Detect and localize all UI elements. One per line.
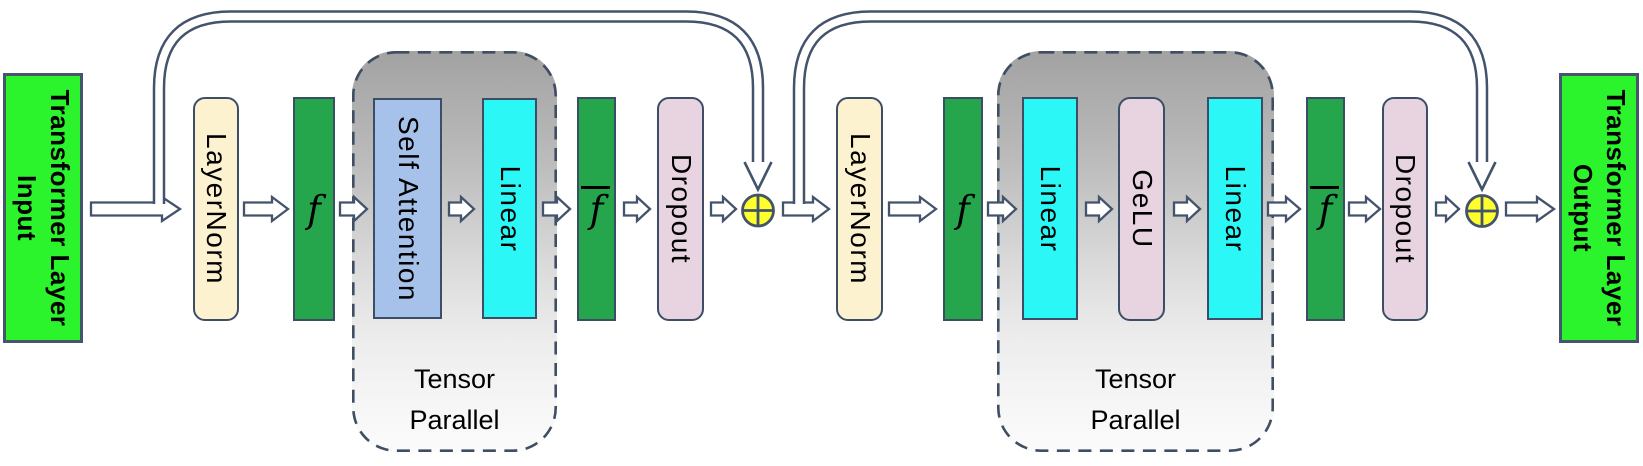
f-bar-operator-block-2: f — [1306, 97, 1345, 321]
f-text: f — [307, 187, 321, 231]
block-label: LayerNorm — [844, 133, 876, 285]
block-label: LayerNorm — [201, 133, 232, 285]
flow-arrow-icon — [447, 194, 476, 224]
flow-arrows — [89, 194, 1556, 224]
caption-line: Tensor — [413, 364, 496, 394]
residual-wire-1-inner — [155, 12, 762, 214]
block-label: Transformer Layer Output — [1566, 90, 1632, 327]
block-label: Transformer Layer Input — [10, 90, 76, 327]
tensor-parallel-dashed-border-1 — [351, 50, 557, 452]
flow-arrow-icon — [1266, 194, 1302, 224]
f-text: f — [589, 187, 604, 231]
overbar — [1309, 185, 1340, 189]
caption-line: Parallel — [409, 404, 500, 435]
f-glyph: f — [303, 191, 325, 228]
caption-line: Parallel — [1090, 404, 1181, 435]
overbar — [580, 185, 611, 189]
block-label: Linear — [1035, 165, 1066, 252]
flow-arrow-icon — [1172, 194, 1202, 224]
tensor-parallel-caption: Tensor Parallel — [352, 359, 557, 440]
flow-arrow-icon — [242, 194, 290, 224]
flow-arrow-icon — [1084, 194, 1114, 224]
dropout-block-2: Dropout — [1382, 97, 1428, 321]
residual-arrowhead-down-icon — [743, 161, 773, 193]
f-operator-block-2: f — [943, 97, 983, 321]
f-bar-glyph: f — [580, 185, 611, 231]
f-bar-glyph: f — [1309, 185, 1340, 231]
f-glyph: f — [952, 191, 974, 228]
layernorm-block-2: LayerNorm — [836, 97, 883, 321]
gelu-block: GeLU — [1118, 97, 1165, 321]
flow-arrow-icon — [709, 194, 738, 224]
residual-arrowhead-down-icon — [1467, 161, 1497, 193]
layernorm-block-1: LayerNorm — [193, 97, 239, 321]
transformer-layer-input-block: Transformer Layer Input — [3, 73, 83, 343]
block-label: Linear — [1220, 165, 1251, 252]
linear-block-1: Linear — [482, 98, 537, 319]
block-label: Dropout — [1390, 153, 1421, 265]
block-label: GeLU — [1126, 169, 1158, 249]
flow-arrow-icon — [1434, 194, 1461, 224]
transformer-layer-output-block: Transformer Layer Output — [1559, 73, 1639, 343]
flow-arrow-icon — [1347, 194, 1382, 224]
residual-wire-2-inner — [795, 12, 1486, 214]
flow-arrow-icon — [622, 194, 652, 224]
caption-line: Tensor — [1094, 364, 1177, 394]
f-bar-operator-block-1: f — [577, 97, 616, 321]
flow-arrow-icon — [781, 194, 831, 224]
self-attention-block: Self Attention — [373, 98, 442, 319]
add-operator-2-icon — [1465, 194, 1499, 228]
f-text: f — [956, 187, 970, 231]
label-line: Transformer Layer — [44, 89, 75, 327]
flow-arrow-icon — [338, 194, 369, 224]
add-operator-1-icon — [741, 193, 775, 228]
label-line: Input — [12, 174, 42, 242]
flow-arrow-icon — [89, 194, 183, 224]
flow-arrow-icon — [986, 194, 1018, 224]
f-operator-block-1: f — [293, 97, 335, 321]
flow-arrow-icon — [1504, 194, 1556, 224]
f-text: f — [1318, 187, 1333, 231]
tensor-parallel-caption: Tensor Parallel — [997, 359, 1274, 440]
block-label: Dropout — [665, 153, 697, 265]
block-label: Linear — [494, 165, 526, 252]
dropout-block-1: Dropout — [657, 97, 704, 321]
flow-arrow-icon — [541, 194, 572, 224]
label-line: Transformer Layer — [1600, 89, 1631, 327]
flow-arrow-icon — [887, 194, 938, 224]
label-line: Output — [1568, 163, 1598, 253]
linear-block-2: Linear — [1022, 97, 1078, 320]
tensor-parallel-dashed-border-2 — [996, 50, 1274, 452]
block-label: Self Attention — [392, 115, 424, 302]
linear-block-3: Linear — [1207, 97, 1263, 320]
